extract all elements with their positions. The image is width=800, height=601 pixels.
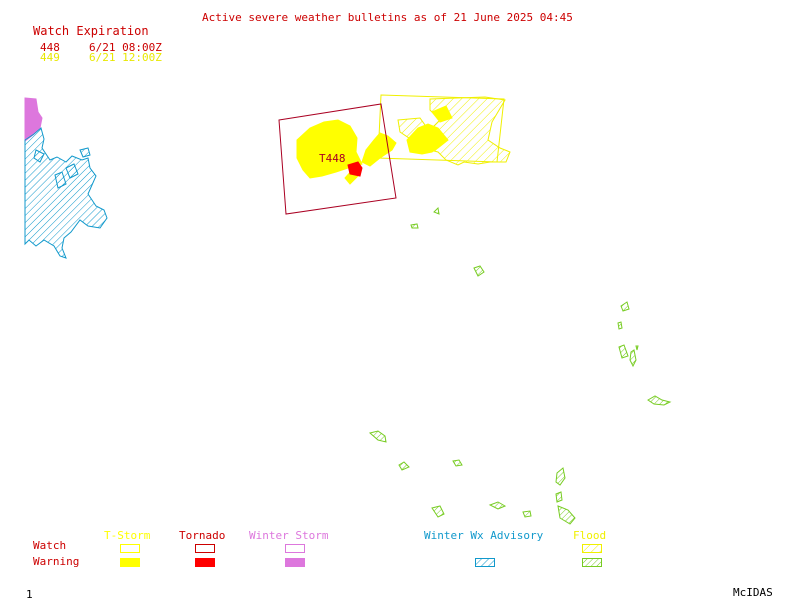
watch-449-id: 449 [40,51,60,64]
legend-tstorm-warning-swatch [120,558,140,567]
legend-tornado-warning-swatch [195,558,215,567]
flood-advisory-areas [368,206,672,525]
legend-tornado-label: Tornado [179,529,226,542]
winter-advisory-areas [24,127,108,259]
brand-label: McIDAS [733,586,773,599]
legend-tstorm-label: T-Storm [104,529,151,542]
legend-tstorm-watch-swatch [120,544,140,553]
legend-watch-row-label: Watch [33,539,67,552]
legend-winter-storm-warning-swatch [285,558,305,567]
legend-flood-warning-swatch [582,558,602,567]
page-title: Active severe weather bulletins as of 21… [202,11,573,24]
tstorm-warning-areas [296,105,453,185]
frame-number: 1 [26,588,33,601]
tornado-warning-area [347,161,363,177]
legend-winter-storm-label: Winter Storm [249,529,329,542]
legend-winter-storm-watch-swatch [285,544,305,553]
watch-expiration-heading: Watch Expiration [33,24,149,38]
watch-448-expiration: 6/21 08:00Z [89,41,162,54]
legend-flood-label: Flood [573,529,607,542]
legend-winter-advisory-swatch [475,558,495,567]
legend-warning-row-label: Warning [33,555,80,568]
watch-448-box [278,103,397,215]
legend-winter-advisory-label: Winter Wx Advisory [424,529,544,542]
watch-449-expiration: 6/21 12:00Z [89,51,162,64]
watch-448-label: T448 [319,152,346,165]
legend-tornado-watch-swatch [195,544,215,553]
legend-flood-watch-swatch [582,544,602,553]
watch-448-id: 448 [40,41,60,54]
